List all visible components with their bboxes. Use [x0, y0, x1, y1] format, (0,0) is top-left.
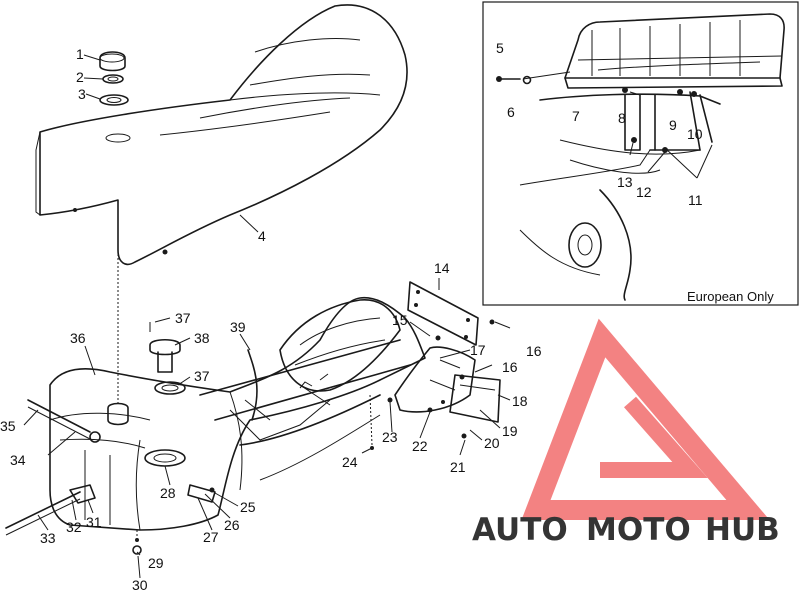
callout-5: 5 [496, 40, 504, 56]
watermark-hub: HUB [705, 512, 780, 548]
callout-6: 6 [507, 104, 515, 120]
callout-37-upper: 37 [175, 310, 191, 326]
inset-european-rack [482, 1, 799, 306]
callout-18: 18 [512, 393, 528, 409]
callout-2: 2 [76, 69, 84, 85]
callout-39: 39 [230, 319, 246, 335]
callout-35: 35 [0, 418, 16, 434]
callout-37-lower: 37 [194, 368, 210, 384]
callout-9: 9 [669, 117, 677, 133]
plate-bracket-assembly [387, 281, 501, 439]
watermark-moto: MOTO [586, 512, 691, 548]
triangle-logo-icon [521, 318, 770, 520]
callout-17: 17 [470, 342, 486, 358]
callout-29: 29 [148, 555, 164, 571]
callout-31: 31 [86, 514, 102, 530]
callout-10: 10 [687, 126, 703, 142]
callout-21: 21 [450, 459, 466, 475]
callout-27: 27 [203, 529, 219, 545]
callout-16-upper: 16 [526, 343, 542, 359]
callout-32: 32 [66, 519, 82, 535]
callout-36: 36 [70, 330, 86, 346]
callout-19: 19 [502, 423, 518, 439]
callout-23: 23 [382, 429, 398, 445]
callout-20: 20 [484, 435, 500, 451]
callout-28: 28 [160, 485, 176, 501]
callout-3: 3 [78, 86, 86, 102]
callout-38: 38 [194, 330, 210, 346]
callout-25: 25 [240, 499, 256, 515]
callout-labels: 1 2 3 4 5 6 7 8 9 10 11 12 13 14 15 16 1… [0, 40, 774, 593]
callout-7: 7 [572, 108, 580, 124]
watermark-auto: AUTO [472, 512, 568, 548]
callout-8: 8 [618, 110, 626, 126]
callout-15: 15 [392, 312, 408, 328]
callout-12: 12 [636, 184, 652, 200]
watermark-logo: AUTO MOTO HUB [472, 318, 780, 548]
callout-34: 34 [10, 452, 26, 468]
callout-16-lower: 16 [502, 359, 518, 375]
callout-4: 4 [258, 228, 266, 244]
callout-22: 22 [412, 438, 428, 454]
inset-caption: European Only [687, 289, 774, 304]
fuel-tank-assembly [5, 218, 426, 555]
callout-33: 33 [40, 530, 56, 546]
callout-1: 1 [76, 46, 84, 62]
callout-11: 11 [688, 192, 703, 208]
callout-24: 24 [342, 454, 358, 470]
callout-26: 26 [224, 517, 240, 533]
callout-14: 14 [434, 260, 450, 276]
leader-lines [23, 54, 511, 579]
fuel-cap-parts [99, 51, 129, 106]
callout-13: 13 [617, 174, 633, 190]
callout-30: 30 [132, 577, 148, 593]
seat-assembly [35, 4, 408, 266]
